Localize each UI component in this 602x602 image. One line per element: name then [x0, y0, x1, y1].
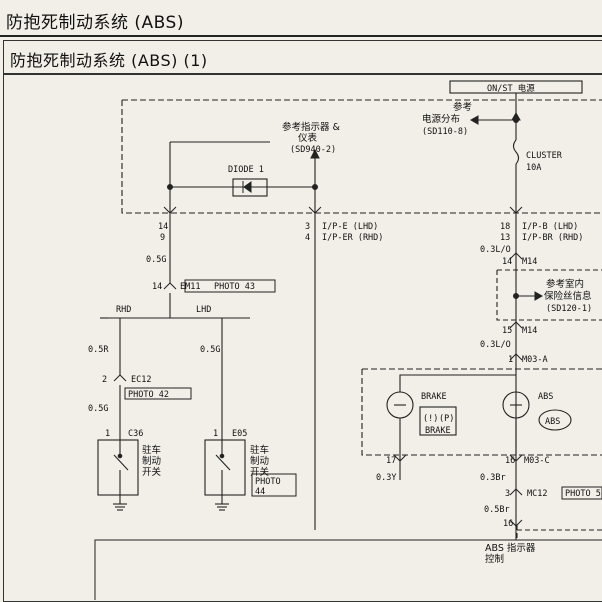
- photo-43: PHOTO 43: [214, 282, 255, 292]
- wire-05g-b: 0.5G: [88, 404, 108, 414]
- park-brake-switch-left: [97, 439, 139, 496]
- subtitle-divider: [3, 73, 602, 75]
- pin-9: 9: [160, 233, 165, 243]
- diode-box: [232, 178, 268, 197]
- ref-dist-l1: 参考: [453, 101, 472, 113]
- wire-05br: 0.5Br: [484, 505, 510, 515]
- fuse-name: CLUSTER: [526, 151, 563, 161]
- photo-44-l1: PHOTO: [255, 477, 281, 487]
- pin-3: 3: [305, 222, 310, 232]
- indicator-ref-code: (SD940-2): [290, 145, 336, 155]
- ec12-label: EC12: [131, 375, 151, 385]
- abs-ctrl-l2: 控制: [485, 553, 504, 565]
- pin-16b: 16: [503, 519, 513, 529]
- abs-lamp-label: ABS: [538, 392, 553, 402]
- left-switch-l2: 制动: [142, 455, 161, 467]
- fuse-info-l2: 保险丝信息: [544, 290, 592, 302]
- fuse-info-l1: 参考室内: [546, 278, 584, 290]
- park-brake-switch-right: [204, 439, 246, 496]
- pin-17: 17: [386, 456, 396, 466]
- right-switch-l2: 制动: [250, 455, 269, 467]
- wire-03lo-b: 0.3L/O: [480, 340, 511, 350]
- wire-03lo-a: 0.3L/O: [480, 245, 511, 255]
- photo-42: PHOTO 42: [128, 390, 169, 400]
- rhd-label: RHD: [116, 305, 131, 315]
- wire-05r: 0.5R: [88, 345, 109, 355]
- diagram-subtitle: 防抱死制动系统 (ABS) (1): [10, 51, 208, 70]
- c36-pin: 1: [105, 429, 110, 439]
- diode-label: DIODE 1: [228, 165, 264, 175]
- e05-label: E05: [232, 429, 247, 439]
- brake-icon-2: (P): [439, 414, 454, 424]
- ip-b-label: I/P-B (LHD): [522, 222, 578, 232]
- m03a-pin: 1: [508, 355, 513, 365]
- abs-ctrl-l1: ABS 指示器: [485, 542, 536, 554]
- indicator-ref-l2: 仪表: [298, 132, 318, 144]
- em11-pin: 14: [152, 282, 162, 292]
- cluster-box: [121, 99, 602, 214]
- ref-dist-l2: 电源分布: [422, 113, 460, 125]
- pin-18: 18: [500, 222, 510, 232]
- m14-pin-15: 15: [502, 326, 512, 336]
- fuse-rating: 10A: [526, 163, 541, 173]
- ip-e-label: I/P-E (LHD): [322, 222, 378, 232]
- ec12-pin: 2: [102, 375, 107, 385]
- m14-pin-14: 14: [502, 257, 512, 267]
- ref-dist-code: (SD110-8): [422, 127, 468, 137]
- mc12-pin: 3: [505, 489, 510, 499]
- pin-14: 14: [158, 222, 168, 232]
- abs-icon: ABS: [545, 417, 560, 427]
- lhd-label: LHD: [196, 305, 211, 315]
- wire-03br: 0.3Br: [480, 473, 506, 483]
- ip-br-label: I/P-BR (RHD): [522, 233, 583, 243]
- mc12-label: MC12: [527, 489, 547, 499]
- c36-label: C36: [128, 429, 143, 439]
- right-switch-l3: 开关: [250, 466, 270, 478]
- wire-05g-c: 0.5G: [200, 345, 220, 355]
- power-source-label: ON/ST 电源: [487, 83, 535, 94]
- photo-mc12: PHOTO 5: [565, 489, 601, 499]
- brake-box-label: BRAKE: [425, 426, 451, 436]
- brake-lamp-label: BRAKE: [421, 392, 447, 402]
- m14-label-b: M14: [522, 326, 537, 336]
- left-switch-l3: 开关: [142, 466, 162, 478]
- e05-pin: 1: [213, 429, 218, 439]
- ip-er-label: I/P-ER (RHD): [322, 233, 383, 243]
- pin-4: 4: [305, 233, 310, 243]
- title-divider: [0, 35, 602, 37]
- m03a-label: M03-A: [522, 355, 548, 365]
- module-box: [94, 539, 602, 600]
- brake-icon-1: (!): [423, 414, 438, 424]
- m03c-label: M03-C: [524, 456, 550, 466]
- photo-44-l2: 44: [255, 487, 265, 497]
- lamp-box: [361, 368, 602, 456]
- wire-05g-a: 0.5G: [146, 255, 166, 265]
- em11-label: EM11: [180, 282, 200, 292]
- fuse-info-code: (SD120-1): [546, 304, 592, 314]
- pin-13: 13: [500, 233, 510, 243]
- indicator-ref-l1: 参考指示器 &: [282, 121, 341, 133]
- fuse-cluster: [512, 139, 520, 165]
- right-switch-l1: 驻车: [250, 444, 269, 456]
- pin-16: 16: [505, 456, 515, 466]
- fuse-info-box: [496, 269, 602, 321]
- m14-label-a: M14: [522, 257, 537, 267]
- wire-03y: 0.3Y: [376, 473, 396, 483]
- left-switch-l1: 驻车: [142, 444, 161, 456]
- page-title: 防抱死制动系统 (ABS): [6, 13, 184, 33]
